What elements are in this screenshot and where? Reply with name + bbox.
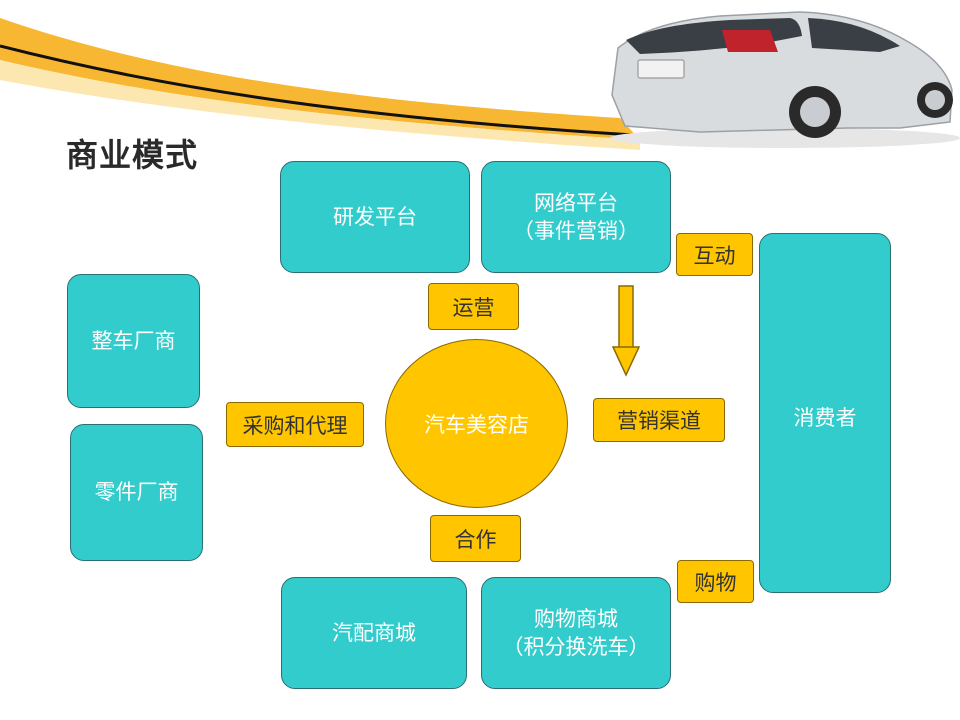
page-title: 商业模式 xyxy=(66,136,199,174)
label-operation: 运营 xyxy=(428,283,519,330)
down-arrow-icon xyxy=(611,285,641,377)
node-parts-mall: 汽配商城 xyxy=(281,577,467,689)
node-oem: 整车厂商 xyxy=(67,274,200,408)
car-icon xyxy=(610,11,960,148)
label-procurement: 采购和代理 xyxy=(226,402,364,447)
node-rd-platform: 研发平台 xyxy=(280,161,470,273)
black-swoosh xyxy=(0,44,651,138)
node-shopping-mall: 购物商城 （积分换洗车） xyxy=(481,577,671,689)
label-purchase: 购物 xyxy=(677,560,754,603)
label-marketing-channel: 营销渠道 xyxy=(593,398,725,442)
label-cooperation: 合作 xyxy=(430,515,521,562)
node-consumer: 消费者 xyxy=(759,233,891,593)
node-car-beauty-shop: 汽车美容店 xyxy=(385,339,568,508)
light-swoosh xyxy=(0,60,640,150)
orange-swoosh xyxy=(0,18,640,140)
label-interaction: 互动 xyxy=(676,233,753,276)
node-network-platform: 网络平台 （事件营销） xyxy=(481,161,671,273)
node-parts-maker: 零件厂商 xyxy=(70,424,203,561)
